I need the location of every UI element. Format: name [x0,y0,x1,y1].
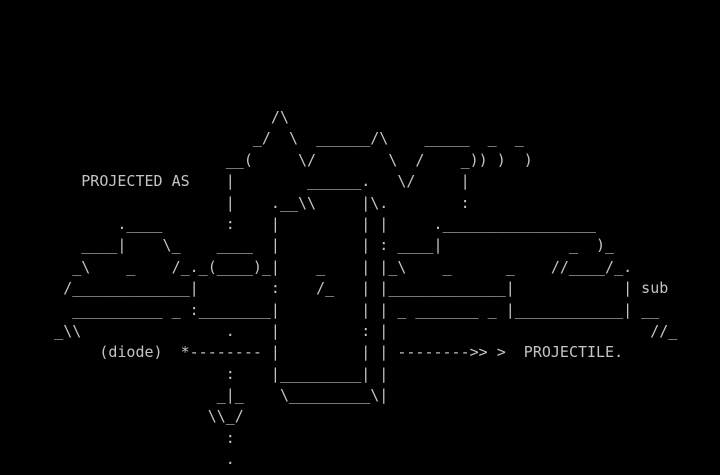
art-line: | .__\\ |\. : [0,193,470,212]
art-line: : |_________| | [0,364,389,383]
art-line: _|_ \_________\| [0,386,389,405]
art-line-projected-as: PROJECTED AS | ______. \/ | [0,172,470,191]
art-line: . [0,450,235,469]
ascii-art-diagram: /\ _/ \ ______/\ _____ _ _ __( \/ \ / _)… [0,107,677,471]
art-line: .____ : | | | ._________________ [0,214,597,233]
art-line: \\_/ [0,407,244,426]
art-line: __( \/ \ / _)) ) ) [0,150,533,169]
art-line: ____| \_ ____ | | : ____| _ )_ [0,236,615,255]
art-line: __________ _ :________| | | _ _______ _ … [0,300,660,319]
art-line: _\ _ /_._(____)_| _ | |_\ _ _ //____/_. [0,257,633,276]
art-line: : [0,428,235,447]
art-line: _/ \ ______/\ _____ _ _ [0,129,524,148]
art-line: /\ [0,108,289,126]
art-line-sub: /_____________| : /_ | |_____________| |… [0,279,669,298]
art-line: _\\ . | : | //_ [0,321,678,340]
art-line-diode-projectile: (diode) *-------- | | | -------->> > PRO… [0,343,624,362]
